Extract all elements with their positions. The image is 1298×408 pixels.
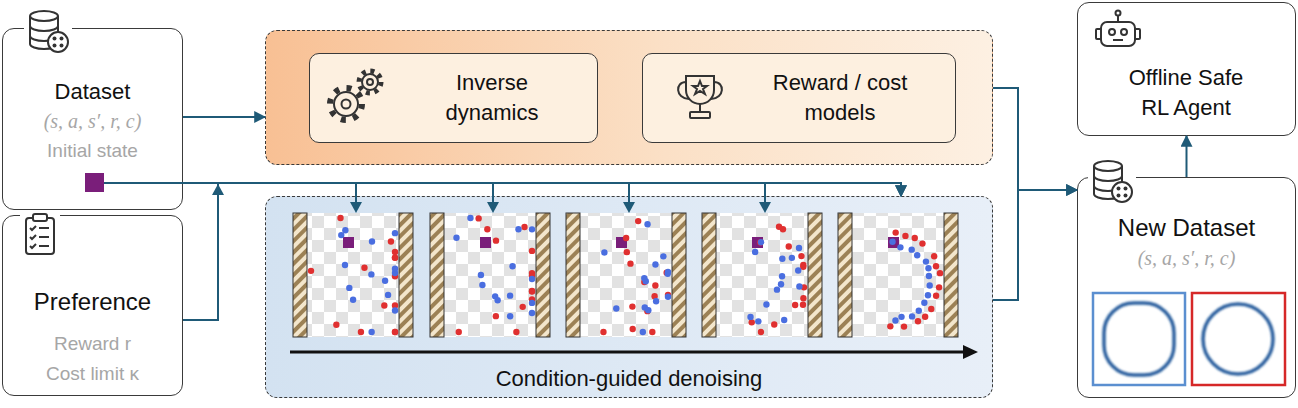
node-title: Inverse dynamics xyxy=(422,68,562,128)
model-box: Inverse dynamics xyxy=(309,53,598,143)
snapshot-panel xyxy=(293,183,413,337)
snapshot-panel xyxy=(566,183,686,337)
junction-arrowhead xyxy=(212,184,224,195)
trajectory-thumbnail xyxy=(1192,293,1285,385)
flow-arrow xyxy=(183,183,901,320)
flow-arrow xyxy=(993,88,1077,190)
gears-icon xyxy=(330,71,381,120)
node-title: Offline Safe RL Agent xyxy=(1116,63,1256,123)
snapshot-panel xyxy=(838,213,958,337)
model-group: Inverse dynamics Reward / cost models xyxy=(265,30,993,165)
node-title: Preference xyxy=(3,288,182,317)
node-text: Reward r xyxy=(3,333,182,356)
node-title: Dataset xyxy=(3,79,182,105)
node-text: (s, a, s′, r, c) xyxy=(3,109,182,133)
node-title: Condition-guided denoising xyxy=(266,366,992,392)
robot-icon xyxy=(1096,11,1140,47)
progress-arrow xyxy=(290,345,978,359)
flow-arrow xyxy=(183,116,265,118)
trajectory-thumbnail xyxy=(1093,293,1185,385)
node-title: Reward / cost models xyxy=(755,68,925,128)
agent-box: Offline Safe RL Agent xyxy=(1077,2,1296,136)
snapshot-panel xyxy=(430,183,550,337)
input-box: Dataset (s, a, s′, r, c) Initial state xyxy=(2,28,183,210)
model-box: Reward / cost models xyxy=(642,53,956,143)
denoising-snapshots xyxy=(293,183,958,337)
node-text: Cost limit κ xyxy=(3,363,182,386)
flow-arrow xyxy=(183,183,901,196)
flow-arrow xyxy=(993,190,1077,300)
database-icon xyxy=(1088,156,1136,206)
trophy-icon xyxy=(678,76,722,118)
node-text: Initial state xyxy=(3,140,182,163)
node-text: (s, a, s′, r, c) xyxy=(1078,246,1295,270)
initial-state-marker xyxy=(85,173,104,192)
flow-arrow xyxy=(1186,136,1188,177)
connector-stub xyxy=(104,182,183,184)
input-box: PreferenceReward r Cost limit κ xyxy=(2,215,183,396)
denoising-group: Condition-guided denoising xyxy=(265,196,993,398)
output-box: New Dataset (s, a, s′, r, c) xyxy=(1077,177,1296,398)
snapshot-panel xyxy=(702,183,822,337)
clipboard-icon xyxy=(20,210,60,258)
node-title: New Dataset xyxy=(1078,214,1295,243)
database-icon xyxy=(24,6,72,56)
